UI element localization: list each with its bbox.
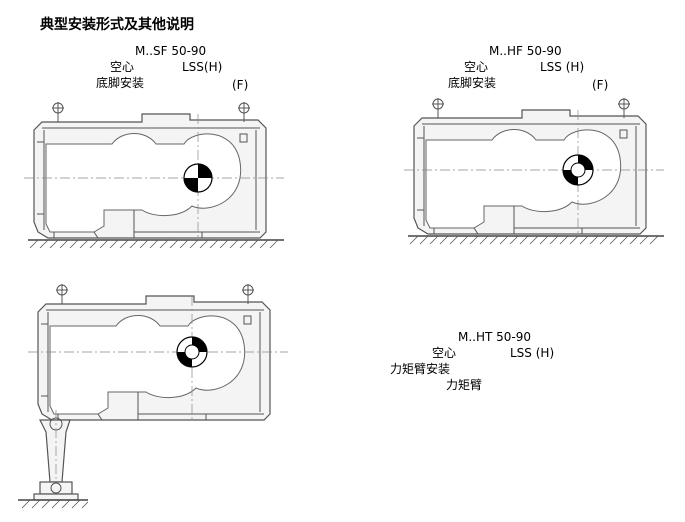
sf-ground (27, 239, 285, 249)
page-title: 典型安装形式及其他说明 (40, 17, 194, 33)
torque-arm (33, 410, 79, 501)
ht-arm-label: 力矩臂 (446, 378, 483, 392)
ht-lss-label: LSS (H) (510, 346, 555, 360)
hf-code-label: (F) (592, 78, 609, 92)
sf-mount-label: 底脚安装 (96, 76, 145, 90)
sf-model-label: M..SF 50-90 (135, 44, 207, 58)
ht-ground (18, 499, 89, 509)
ht-hollow-label: 空心 (432, 346, 457, 360)
hf-model-label: M..HF 50-90 (489, 44, 562, 58)
hf-hollow-label: 空心 (464, 60, 489, 74)
sf-lss-label: LSS(H) (182, 60, 223, 74)
sf-gearbox (24, 101, 284, 239)
ht-mount-label: 力矩臂安装 (390, 362, 451, 376)
ht-gearbox (28, 283, 288, 421)
hf-ground (407, 235, 665, 245)
sf-code-label: (F) (232, 78, 249, 92)
ht-model-label: M..HT 50-90 (458, 330, 532, 344)
hf-mount-label: 底脚安装 (448, 76, 497, 90)
hf-lss-label: LSS (H) (540, 60, 585, 74)
sf-hollow-label: 空心 (110, 60, 135, 74)
hf-gearbox (404, 97, 664, 235)
